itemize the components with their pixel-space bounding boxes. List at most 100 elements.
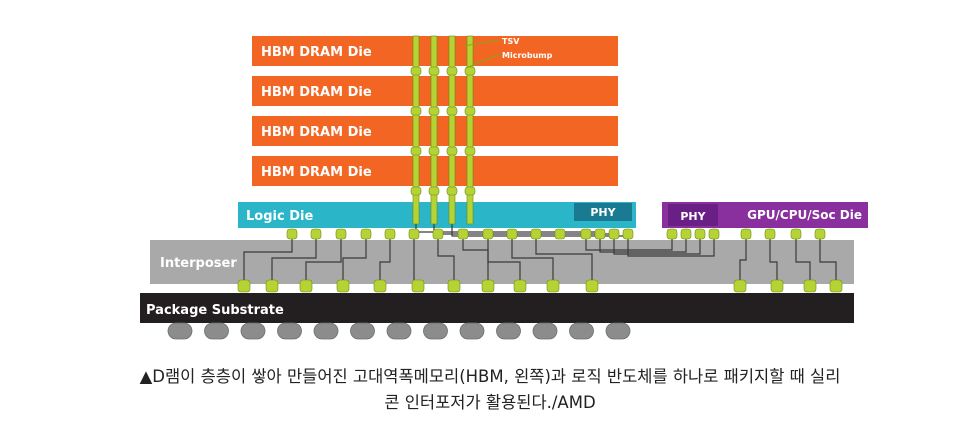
die-bump	[482, 228, 494, 240]
die-bump	[384, 228, 396, 240]
bump-layer	[237, 66, 843, 293]
c4-bump	[336, 279, 350, 293]
interposer-trace	[379, 239, 391, 280]
solder-ball	[313, 322, 339, 340]
die-bump	[286, 228, 298, 240]
die-bump	[694, 228, 706, 240]
solder-ball	[496, 322, 521, 340]
logic-phy-label: PHY	[590, 206, 616, 219]
gpu-phy-label: PHY	[680, 210, 706, 223]
microbump	[446, 106, 458, 116]
interposer-trace	[819, 239, 837, 280]
die-bump	[530, 228, 542, 240]
microbump	[446, 66, 458, 76]
microbump-callout-label: Microbump	[502, 51, 553, 60]
solder-ball	[350, 322, 375, 340]
interposer-trace	[243, 239, 293, 280]
interposer-trace	[795, 239, 811, 280]
gpu-die-label: GPU/CPU/Soc Die	[747, 208, 862, 222]
microbump	[410, 146, 422, 156]
interposer-trace	[627, 239, 715, 257]
interposer-trace	[511, 239, 554, 280]
c4-bump	[447, 279, 461, 293]
substrate-body	[140, 293, 854, 323]
dram-die-label: HBM DRAM Die	[261, 125, 372, 140]
interposer-trace	[535, 239, 593, 280]
microbump	[428, 186, 440, 196]
die-bump	[408, 228, 420, 240]
die-bump	[666, 228, 678, 240]
microbump	[464, 146, 476, 156]
die-bump	[708, 228, 720, 240]
tsv	[448, 35, 456, 225]
c4-bump	[585, 279, 599, 293]
microbump	[410, 186, 422, 196]
interposer-trace	[437, 239, 455, 280]
microbump	[428, 146, 440, 156]
dram-die-label: HBM DRAM Die	[261, 45, 372, 60]
interposer-trace	[342, 239, 367, 280]
microbump	[428, 106, 440, 116]
die-bump	[790, 228, 802, 240]
solder-ball-row	[167, 322, 631, 340]
solder-ball	[569, 322, 594, 340]
solder-ball	[277, 322, 302, 340]
microbump	[446, 186, 458, 196]
interposer-trace	[305, 239, 342, 280]
interposer-trace	[451, 224, 628, 237]
dram-die-label: HBM DRAM Die	[261, 85, 372, 100]
die-bump	[335, 228, 347, 240]
microbump	[464, 66, 476, 76]
solder-ball	[240, 322, 266, 340]
microbump	[410, 106, 422, 116]
microbump	[464, 186, 476, 196]
die-bump	[594, 228, 606, 240]
interposer-trace	[739, 239, 747, 280]
interposer-trace	[613, 239, 701, 255]
c4-bump	[546, 279, 560, 293]
c4-bump	[733, 279, 747, 293]
die-bump	[432, 228, 444, 240]
die-bump	[360, 228, 372, 240]
c4-bump	[481, 279, 495, 293]
die-bump	[740, 228, 752, 240]
die-bump	[764, 228, 776, 240]
caption-line-2: 콘 인터포저가 활용된다./AMD	[384, 393, 596, 412]
die-bump	[310, 228, 322, 240]
c4-bump	[770, 279, 784, 293]
c4-bump	[373, 279, 387, 293]
c4-bump	[803, 279, 817, 293]
c4-bump	[513, 279, 527, 293]
microbump	[428, 66, 440, 76]
logic-phy-block	[574, 203, 632, 221]
dram-die-label: HBM DRAM Die	[261, 165, 372, 180]
die-bump	[608, 228, 620, 240]
microbump	[410, 66, 422, 76]
tsv	[430, 35, 438, 225]
callout: TSV Microbump	[463, 37, 553, 69]
gpu-die: PHY GPU/CPU/Soc Die	[662, 202, 868, 228]
die-bump	[457, 228, 469, 240]
interposer-trace	[487, 239, 521, 280]
package-substrate: Package Substrate	[140, 293, 854, 323]
solder-ball	[423, 322, 448, 340]
die-bump	[680, 228, 692, 240]
logic-die-label: Logic Die	[246, 209, 313, 224]
substrate-label: Package Substrate	[146, 303, 284, 318]
gpu-phy-block	[668, 204, 718, 226]
die-bump	[580, 228, 592, 240]
solder-ball	[204, 322, 229, 340]
solder-ball	[386, 322, 412, 340]
interposer-label: Interposer	[160, 256, 237, 271]
tsv-callout-label: TSV	[502, 37, 520, 46]
solder-ball	[532, 322, 558, 340]
solder-ball	[459, 322, 485, 340]
tsv-columns	[412, 35, 474, 225]
hbm-package-diagram: HBM DRAM Die HBM DRAM Die HBM DRAM Die H…	[140, 35, 868, 340]
solder-ball	[605, 322, 631, 340]
figure-caption: ▲D램이 층층이 쌓아 만들어진 고대역폭메모리(HBM, 왼쪽)과 로직 반도…	[30, 364, 950, 416]
c4-bump	[265, 279, 279, 293]
interposer-trace	[462, 239, 489, 280]
interposer-trace	[585, 239, 673, 251]
die-bump	[814, 228, 826, 240]
